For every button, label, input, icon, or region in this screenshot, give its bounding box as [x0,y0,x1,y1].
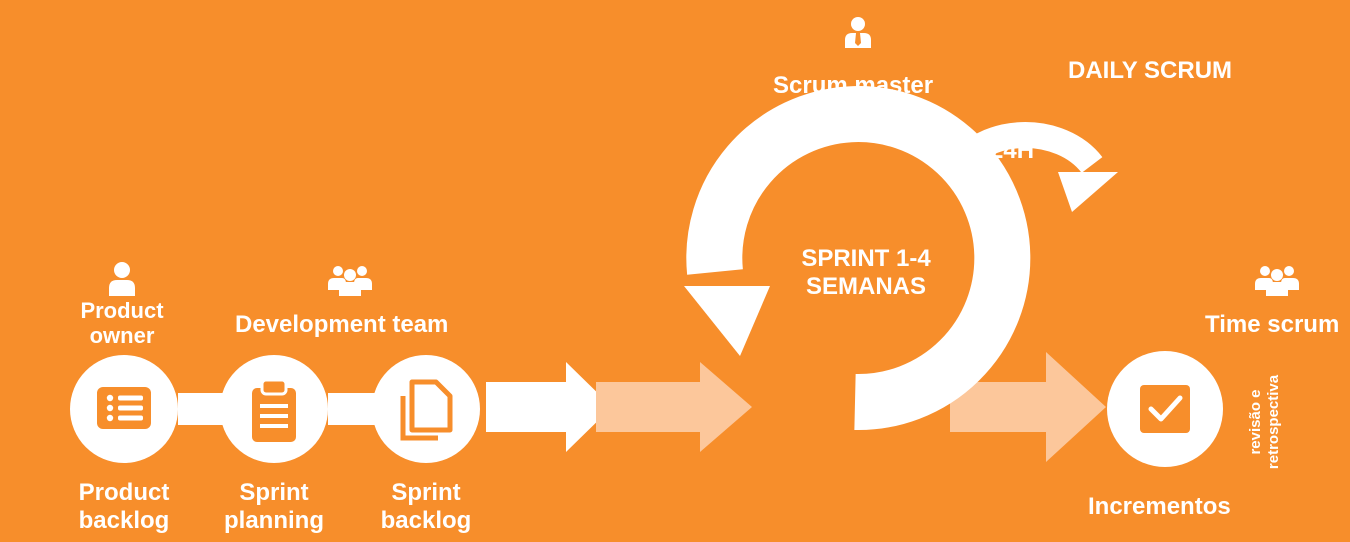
product-backlog-line2: backlog [78,506,170,534]
sprint-backlog-label: Sprint backlog [356,479,496,534]
daily-scrum-label: DAILY SCRUM [1068,57,1233,84]
product-owner-line1: Product [80,298,164,323]
daily-scrum-arrowhead [1058,172,1118,212]
product-backlog-label: Product backlog [54,479,194,534]
users-icon [328,266,372,296]
sprint-backlog-line2: backlog [380,506,472,534]
development-team-label: Development team [235,311,449,338]
user-tie-icon [845,17,871,48]
flow-arrow-faded-2 [950,352,1106,462]
sprint-backlog-line1: Sprint [391,479,461,506]
review-line2: retrospectiva [1265,374,1282,470]
sprint-planning-line1: Sprint [239,479,309,506]
product-owner-line2: owner [89,323,155,349]
connector-1 [178,393,226,425]
sprint-planning-label: Sprint planning [204,479,344,534]
documents-icon [400,379,453,441]
daily-scrum-arrow [943,122,1103,178]
flow-arrow-white [486,362,612,452]
hours-label: 24H [990,137,1035,164]
sprint-planning-line2: planning [224,506,324,534]
sprint-label-line2: SEMANAS [805,272,926,300]
scrum-master-label: Scrum master [773,72,934,99]
clipboard-icon [252,378,296,442]
time-scrum-label: Time scrum [1205,311,1340,338]
team-icon [1255,266,1299,296]
connector-2 [328,393,376,425]
sprint-label: SPRINT 1-4 SEMANAS [786,245,946,300]
sprint-label-line1: SPRINT 1-4 [801,245,931,272]
list-icon [97,387,151,429]
increments-label: Incrementos [1088,493,1231,520]
review-retrospective-label: revisão e retrospectiva [1247,359,1283,485]
flow-arrow-faded-1 [596,362,752,452]
sprint-backlog-circle [372,355,480,463]
sprint-cycle-arrowhead [684,286,770,356]
review-line1: revisão e [1247,389,1264,455]
checkbox-icon [1140,385,1190,433]
user-icon [109,262,135,296]
product-backlog-line1: Product [78,479,170,506]
product-owner-label: Product owner [62,298,182,349]
